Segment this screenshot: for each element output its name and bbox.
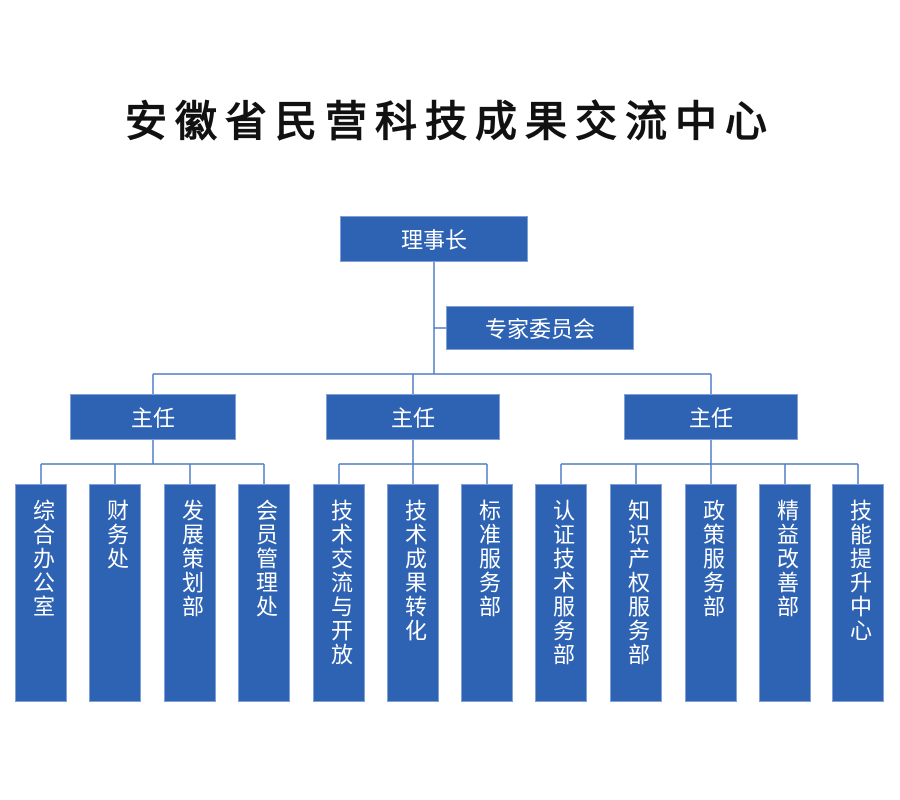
chairman-box: 理事长 (340, 216, 528, 262)
expert-committee-box: 专家委员会 (446, 306, 634, 350)
department-box: 标准服务部 (461, 484, 513, 702)
department-label: 综合办公室 (29, 499, 54, 619)
chairman-label: 理事长 (400, 229, 467, 254)
director-label: 主任 (390, 407, 435, 432)
department-box: 技术成果转化 (387, 484, 439, 702)
department-label: 发展策划部 (178, 499, 203, 619)
department-label: 技能提升中心 (846, 499, 871, 643)
department-box: 综合办公室 (15, 484, 67, 702)
director-label: 主任 (688, 407, 733, 432)
department-label: 标准服务部 (475, 499, 500, 619)
department-box: 知识产权服务部 (610, 484, 662, 702)
department-box: 技能提升中心 (832, 484, 884, 702)
department-box: 政策服务部 (685, 484, 737, 702)
department-label: 技术交流与开放 (327, 499, 352, 667)
director-box-2: 主任 (326, 394, 500, 440)
department-label: 财务处 (103, 499, 128, 571)
director-label: 主任 (130, 407, 175, 432)
expert-committee-label: 专家委员会 (484, 318, 595, 343)
department-box: 会员管理处 (238, 484, 290, 702)
department-label: 认证技术服务部 (549, 499, 574, 667)
department-box: 认证技术服务部 (535, 484, 587, 702)
department-box: 技术交流与开放 (313, 484, 365, 702)
department-box: 发展策划部 (164, 484, 216, 702)
department-box: 财务处 (89, 484, 141, 702)
department-box: 精益改善部 (759, 484, 811, 702)
director-box-1: 主任 (70, 394, 236, 440)
director-box-3: 主任 (624, 394, 798, 440)
department-label: 知识产权服务部 (624, 499, 649, 667)
department-label: 会员管理处 (252, 499, 277, 619)
page-title: 安徽省民营科技成果交流中心 (124, 97, 775, 146)
department-label: 精益改善部 (773, 499, 798, 619)
department-label: 技术成果转化 (401, 499, 426, 643)
department-label: 政策服务部 (699, 499, 724, 619)
